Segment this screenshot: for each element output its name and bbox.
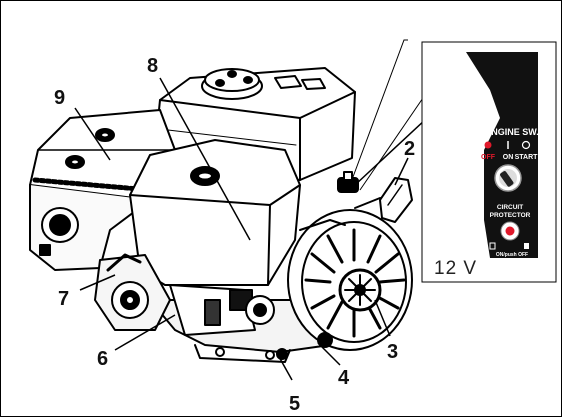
- recoil-starter: [287, 209, 413, 351]
- output-shaft: [94, 253, 171, 331]
- callout-2: 2: [404, 138, 415, 160]
- air-cleaner: [29, 109, 176, 271]
- callout-6: 6: [97, 348, 108, 370]
- callout-9: 9: [54, 87, 65, 109]
- carburetor: [169, 284, 275, 336]
- fuel-cap-icon: [201, 68, 263, 100]
- callout-8: 8: [147, 55, 158, 77]
- callout-4: 4: [338, 367, 350, 389]
- on-push-off-label: ON/push OFF: [496, 252, 528, 258]
- engine-drawing: [29, 67, 413, 363]
- callout-5: 5: [289, 393, 300, 415]
- callout-3: 3: [387, 341, 398, 363]
- protector-label: PROTECTOR: [490, 212, 531, 219]
- circuit-label: CIRCUIT: [497, 204, 523, 211]
- engine-switch-label: ENGINE SW.: [485, 127, 539, 137]
- inset-connectors: [349, 39, 426, 191]
- off-indicator-led: [484, 141, 492, 149]
- recoil-handle-icon: [354, 177, 413, 223]
- start-label: START: [515, 154, 539, 161]
- on-label: ON: [503, 154, 514, 161]
- key-switch-icon[interactable]: [494, 164, 522, 192]
- off-label: OFF: [481, 154, 496, 161]
- control-panel-inset: ENGINE SW. OFF ON START CIRCUIT PROTECTO…: [421, 41, 557, 283]
- circuit-breaker-icon[interactable]: [500, 221, 520, 241]
- callout-7: 7: [58, 288, 69, 310]
- spark-plug-icon: [337, 171, 359, 193]
- voltage-label: 12 V: [434, 258, 477, 279]
